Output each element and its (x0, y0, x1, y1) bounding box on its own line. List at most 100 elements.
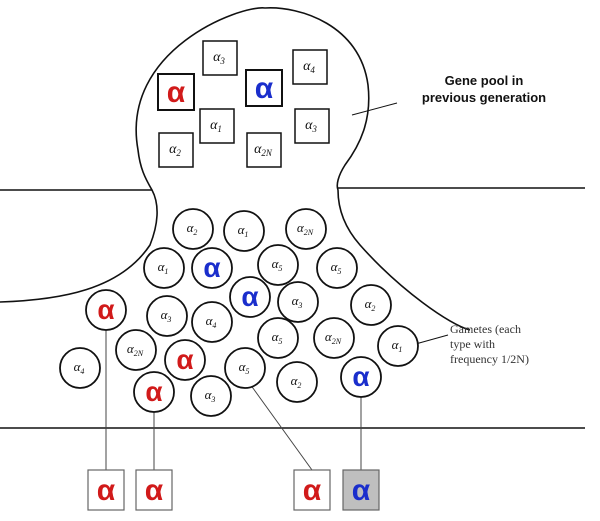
gamete-circle (313, 317, 355, 359)
gamete-symbol: α3 (161, 307, 172, 324)
gamete-5: α (191, 247, 233, 289)
gamete-circle (191, 301, 233, 343)
gamete-circle (172, 208, 214, 250)
gamete-symbol: α (241, 281, 258, 312)
gamete-7: α5 (316, 247, 358, 289)
pool-allele-8: α2N (246, 132, 282, 168)
offspring-symbol: α (97, 474, 116, 507)
gamete-circle (164, 339, 206, 381)
pool-allele-6: α3 (294, 108, 330, 144)
gamete-circle (143, 247, 185, 289)
gamete-symbol: α3 (205, 387, 216, 404)
gamete-circle (223, 210, 265, 252)
gamete-circle (277, 281, 319, 323)
pool-allele-symbol: α1 (210, 118, 222, 134)
gamete-6: α5 (257, 244, 299, 286)
pool-allele-box (157, 73, 195, 111)
gamete-24: α (340, 356, 382, 398)
pool-allele-box (202, 40, 238, 76)
gamete-circle (133, 371, 175, 413)
pool-allele-3: α (157, 73, 195, 111)
gamete-circle (340, 356, 382, 398)
gamete-symbol: α4 (206, 313, 217, 330)
gamete-4: α1 (143, 247, 185, 289)
pool-allele-1: α3 (202, 40, 238, 76)
gametes-label-line2: type with (450, 337, 495, 351)
gamete-circle (350, 284, 392, 326)
gamete-10: α (85, 289, 127, 331)
pool-allele-box (294, 108, 330, 144)
gamete-symbol: α4 (74, 359, 85, 376)
pool-allele-symbol: α (255, 72, 274, 105)
gamete-20: α4 (59, 347, 101, 389)
pool-allele-box (199, 108, 235, 144)
pool-allele-2: α4 (292, 49, 328, 85)
sampling-line-3 (249, 383, 313, 471)
gamete-11: α3 (146, 295, 188, 337)
gamete-3: α2N (285, 208, 327, 250)
gamete-symbol: α1 (392, 337, 403, 354)
pool-allele-7: α2 (158, 132, 194, 168)
gamete-circle (285, 208, 327, 250)
gamete-1: α2 (172, 208, 214, 250)
offspring-allele-1: α (87, 469, 125, 511)
gametes-label-line3: frequency 1/2N) (450, 352, 529, 366)
gamete-2: α1 (223, 210, 265, 252)
gamete-circle (257, 317, 299, 359)
gamete-13: α2 (350, 284, 392, 326)
pool-allele-box (246, 132, 282, 168)
offspring-box (293, 469, 331, 511)
gamete-symbol: α (145, 376, 162, 407)
offspring-box (87, 469, 125, 511)
gamete-circle (191, 247, 233, 289)
gamete-circle (276, 361, 318, 403)
gamete-circle (224, 347, 266, 389)
gamete-18: α (164, 339, 206, 381)
gamete-symbol: α (203, 252, 220, 283)
gamete-23: α2 (276, 361, 318, 403)
gamete-8: α (229, 276, 271, 318)
offspring-allele-2: α (135, 469, 173, 511)
gametes-label-line1: Gametes (each (450, 322, 521, 336)
pool-allele-box (158, 132, 194, 168)
pool-allele-layer: α3 α4 α α α1 α3 α2 α2N (157, 40, 330, 168)
gamete-symbol: α (97, 294, 114, 325)
offspring-box (342, 469, 380, 511)
gamete-symbol: α5 (272, 329, 283, 346)
gamete-symbol: α2 (291, 373, 302, 390)
gamete-19: α5 (224, 347, 266, 389)
gamete-12: α4 (191, 301, 233, 343)
gamete-17: α2N (115, 329, 157, 371)
gamete-16: α1 (377, 325, 419, 367)
gamete-15: α2N (313, 317, 355, 359)
pool-label-line1: Gene pool in (444, 73, 524, 88)
gamete-9: α3 (277, 281, 319, 323)
gamete-21: α (133, 371, 175, 413)
gamete-symbol: α2 (365, 296, 376, 313)
pool-allele-box (245, 69, 283, 107)
gamete-circle (190, 375, 232, 417)
gamete-circle (59, 347, 101, 389)
gamete-22: α3 (190, 375, 232, 417)
gamete-symbol: α5 (239, 359, 250, 376)
pool-label-line2: previous generation (421, 90, 547, 105)
gametes-label: Gametes (each type with frequency 1/2N) (450, 322, 590, 367)
gamete-symbol: α1 (158, 259, 169, 276)
gamete-circle (377, 325, 419, 367)
pool-allele-symbol: α (167, 76, 186, 109)
gamete-14: α5 (257, 317, 299, 359)
gamete-circle (115, 329, 157, 371)
gamete-circle (229, 276, 271, 318)
gamete-circle (257, 244, 299, 286)
gamete-symbol: α (176, 344, 193, 375)
gamete-symbol: α5 (331, 259, 342, 276)
pool-allele-box (292, 49, 328, 85)
gamete-symbol: α1 (238, 222, 249, 239)
gamete-symbol: α5 (272, 256, 283, 273)
gamete-symbol: α2 (187, 220, 198, 237)
gamete-circle (316, 247, 358, 289)
gamete-symbol: α3 (292, 293, 303, 310)
